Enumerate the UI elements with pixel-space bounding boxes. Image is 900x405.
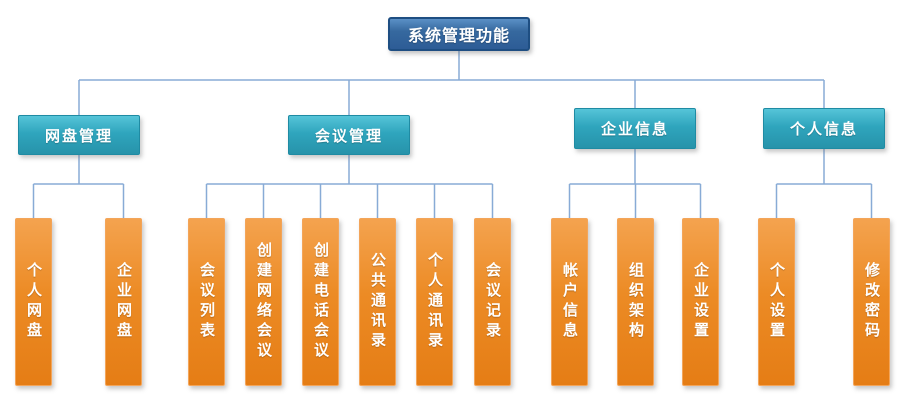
leaf-node-personal-contacts: 个人通讯录	[416, 218, 453, 386]
leaf-node-public-contacts: 公共通讯录	[359, 218, 396, 386]
node-label: 个人设置	[768, 262, 785, 342]
leaf-node-create-network-meeting: 创建网络会议	[245, 218, 282, 386]
branch-node-personal-info: 个人信息	[763, 108, 885, 149]
leaf-node-enterprise-netdisk: 企业网盘	[105, 218, 142, 386]
leaf-node-enterprise-settings: 企业设置	[682, 218, 719, 386]
leaf-node-meeting-list: 会议列表	[188, 218, 225, 386]
node-label: 企业信息	[600, 121, 669, 138]
node-label: 创建网络会议	[255, 242, 272, 362]
connector-group-enterprise	[568, 149, 702, 218]
node-label: 会议管理	[314, 127, 383, 145]
node-label: 会议记录	[484, 262, 501, 342]
node-label: 公共通讯录	[369, 252, 386, 352]
leaf-node-change-password: 修改密码	[853, 218, 890, 386]
connector-group-personal	[775, 149, 873, 218]
node-label: 帐户信息	[561, 262, 578, 342]
node-label: 个人网盘	[25, 262, 42, 342]
root-node-system-management: 系统管理功能	[388, 17, 530, 51]
leaf-node-organization-structure: 组织架构	[617, 218, 654, 386]
node-label: 系统管理功能	[407, 28, 510, 45]
branch-node-netdisk-management: 网盘管理	[18, 115, 140, 155]
node-label: 修改密码	[863, 262, 880, 342]
node-label: 个人通讯录	[426, 252, 443, 352]
node-label: 创建电话会议	[312, 242, 329, 362]
node-label: 个人信息	[789, 121, 858, 138]
connector-group-netdisk	[32, 155, 125, 218]
node-label: 网盘管理	[44, 127, 113, 145]
branch-node-enterprise-info: 企业信息	[574, 108, 696, 149]
leaf-node-personal-netdisk: 个人网盘	[15, 218, 52, 386]
leaf-node-personal-settings: 个人设置	[758, 218, 795, 386]
node-label: 会议列表	[198, 262, 215, 342]
leaf-node-account-info: 帐户信息	[551, 218, 588, 386]
connector-group-meeting	[205, 155, 494, 218]
node-label: 企业网盘	[115, 262, 132, 342]
node-label: 组织架构	[627, 262, 644, 342]
leaf-node-meeting-records: 会议记录	[474, 218, 511, 386]
branch-node-meeting-management: 会议管理	[288, 115, 410, 155]
connector-root-to-branches	[78, 51, 825, 115]
node-label: 企业设置	[692, 262, 709, 342]
leaf-node-create-phone-meeting: 创建电话会议	[302, 218, 339, 386]
